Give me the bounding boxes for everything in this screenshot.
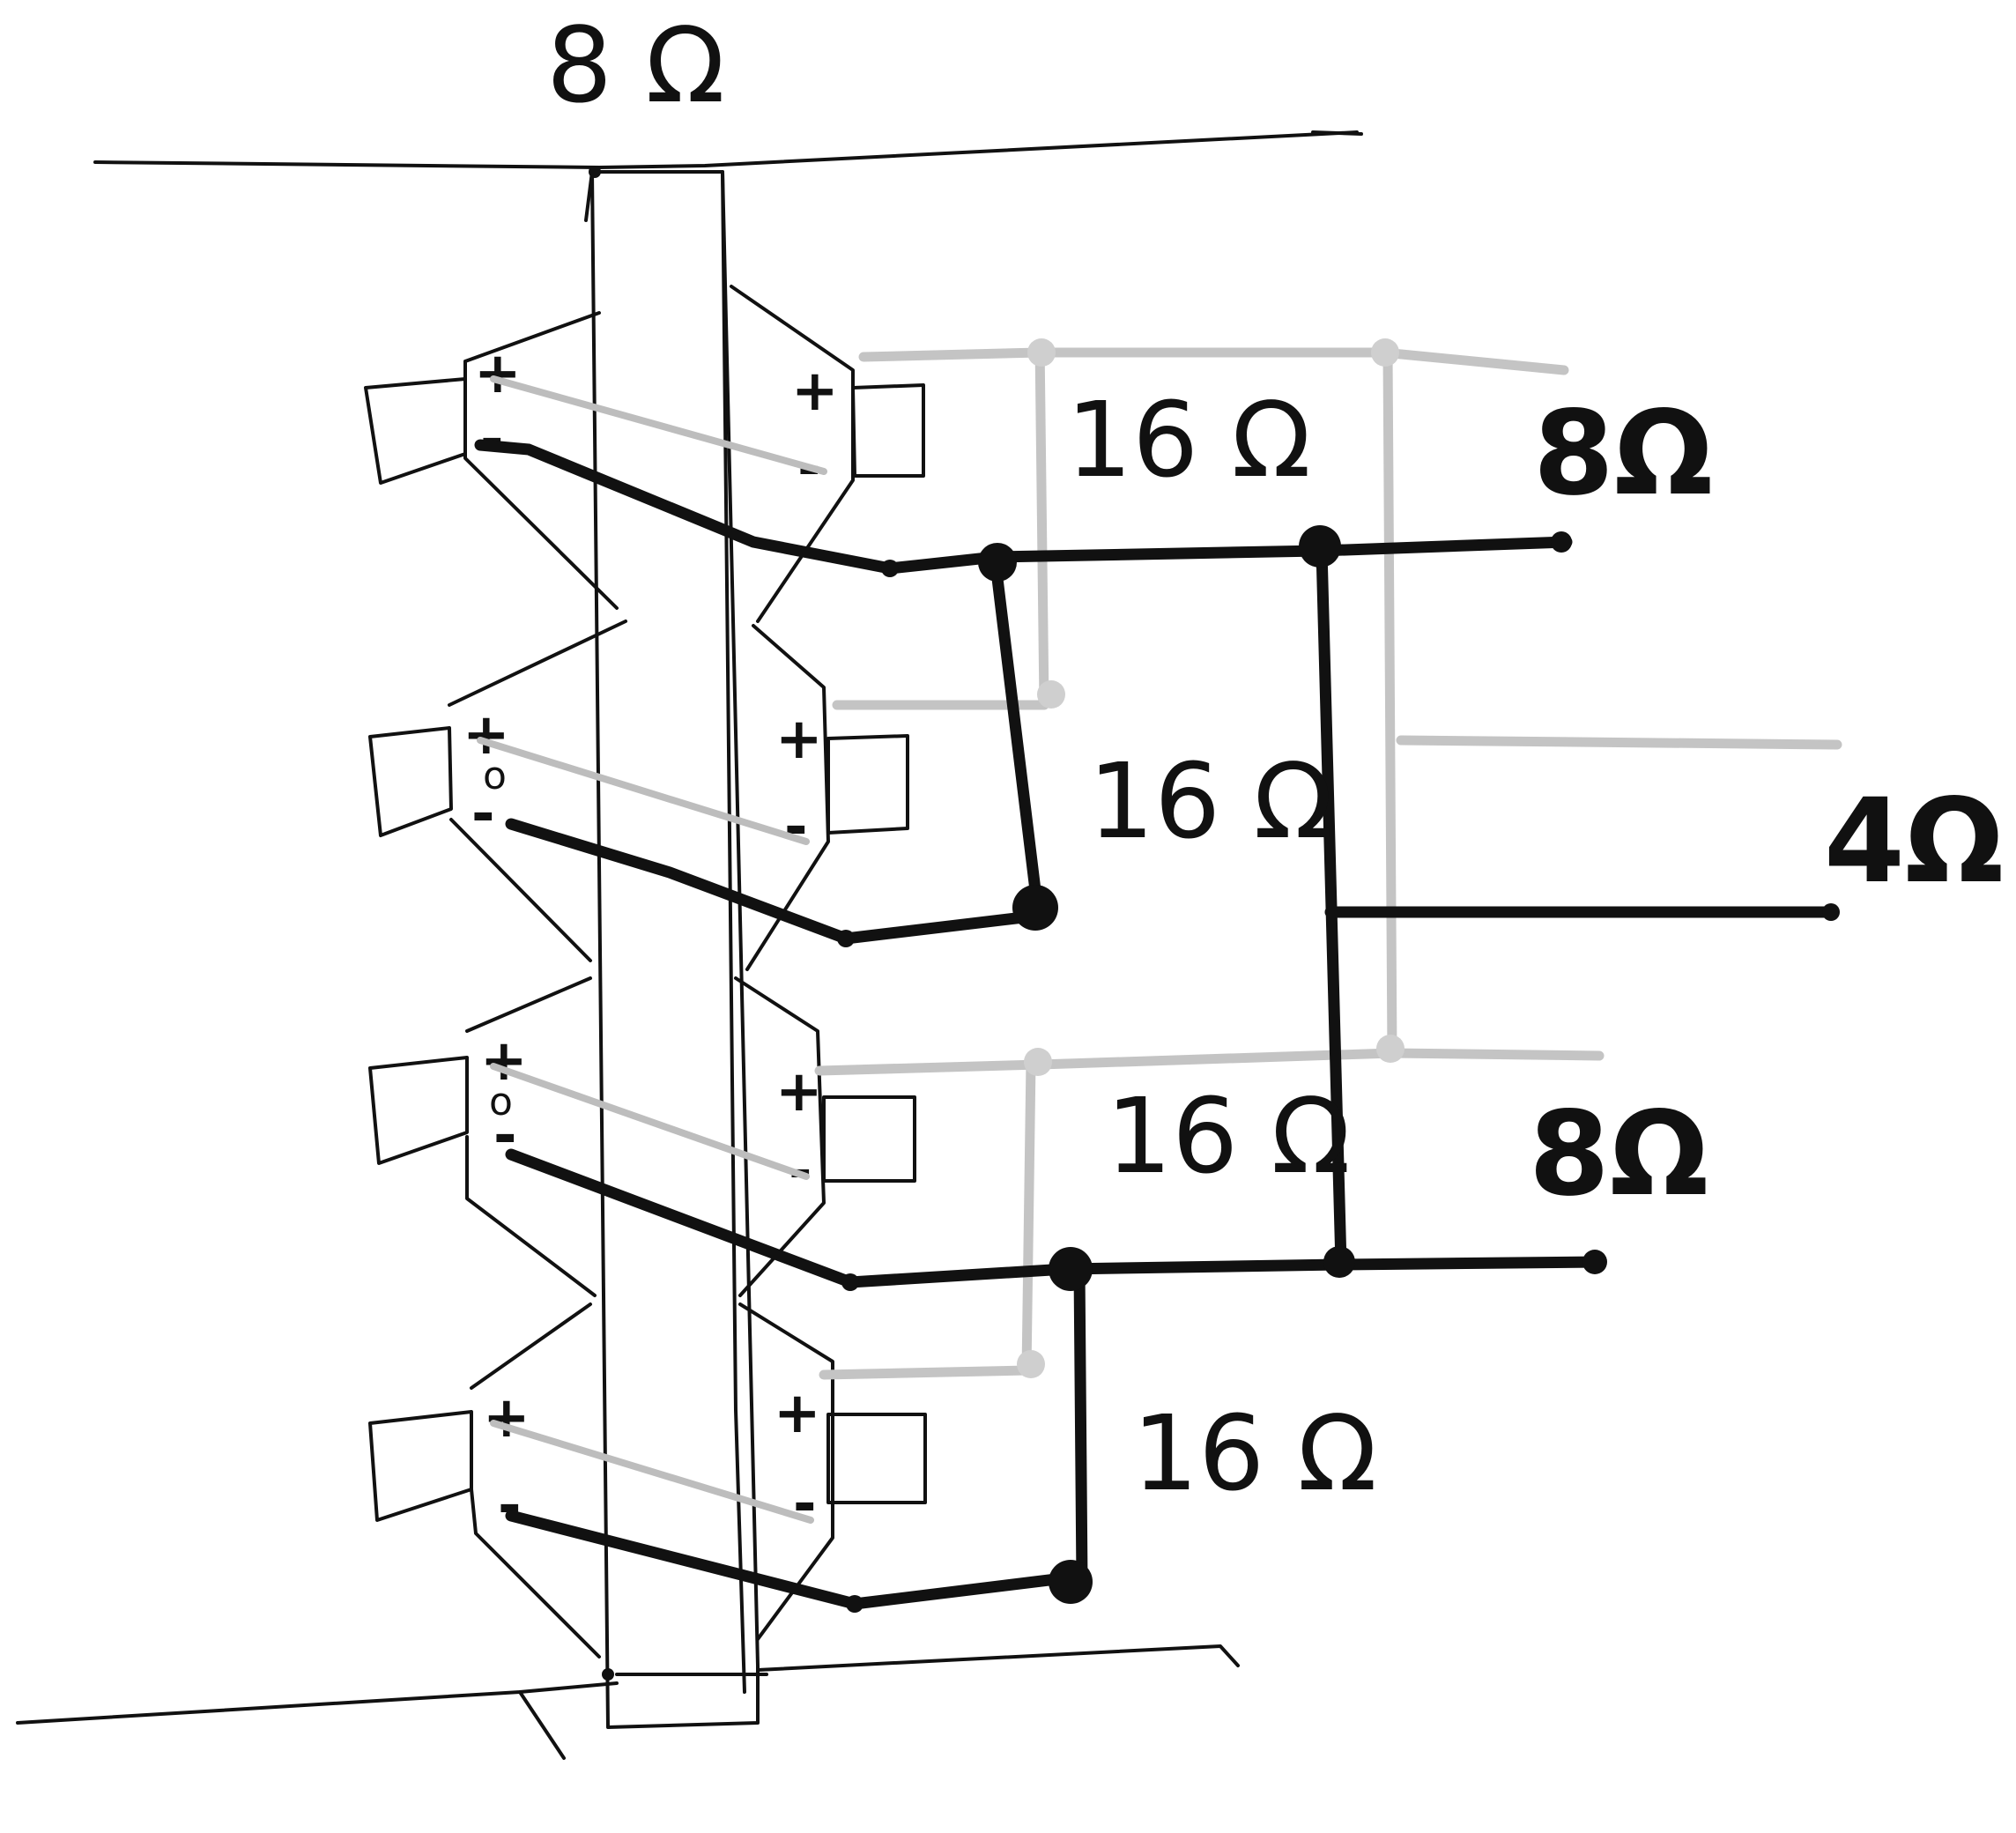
- speaker-right-2: + -: [745, 624, 909, 971]
- speaker-magnet: [368, 1410, 473, 1522]
- black-pair4-return: [505, 1510, 1077, 1610]
- pair-1-impedance-label: 16 Ω: [1066, 379, 1311, 501]
- speaker-magnet: [822, 1095, 916, 1183]
- speaker-magnet: [364, 377, 467, 485]
- speaker-left-3: + - o: [368, 976, 597, 1297]
- speaker-magnet: [368, 1056, 469, 1165]
- speaker-right-4-minus: -: [793, 1472, 817, 1537]
- speaker-left-4-minus: -: [498, 1473, 522, 1539]
- black-link-pair3: [1073, 1263, 1088, 1588]
- top-impedance-label: 8 Ω: [546, 4, 725, 126]
- right-speakers: + - + - + - + -: [730, 285, 927, 1641]
- upper-output-impedance-label: 8Ω: [1533, 386, 1713, 522]
- speaker-left-2-minus: -: [471, 782, 495, 847]
- speaker-left-3-plus: +: [480, 1028, 528, 1094]
- center-board-strip: [590, 170, 760, 1729]
- grey-4ohm-lead: [1396, 735, 1842, 750]
- cabinet-outline: [16, 130, 1363, 1760]
- speaker-right-4: + -: [738, 1302, 927, 1641]
- speaker-right-2-minus: -: [784, 795, 808, 860]
- speaker-left-2: + - o: [368, 620, 627, 962]
- grey-lower-bus: [814, 1048, 1605, 1076]
- pair-3-impedance-label: 16 Ω: [1106, 1075, 1351, 1197]
- svg-text:o: o: [489, 1080, 513, 1124]
- grey-link-pair3: [819, 1057, 1036, 1380]
- negative-wiring-black: [474, 439, 1840, 1613]
- cabinet-top-line: [93, 130, 1359, 169]
- speaker-magnet: [826, 734, 909, 835]
- black-upper-bus: [474, 439, 1573, 575]
- grey-link-pair1: [832, 338, 1049, 710]
- positive-wiring-grey: [477, 338, 1842, 1524]
- speaker-right-4-plus: +: [774, 1381, 821, 1446]
- speaker-left-4: + -: [368, 1302, 601, 1659]
- speaker-left-1: + -: [364, 311, 619, 610]
- grey-vertical-bus: [1382, 347, 1397, 1063]
- speaker-left-1-plus: +: [474, 341, 522, 406]
- middle-output-impedance-label: 4Ω: [1824, 774, 2004, 909]
- lower-output-impedance-label: 8Ω: [1529, 1087, 1708, 1222]
- grey-top-bus: [858, 347, 1569, 375]
- pair-2-impedance-label: 16 Ω: [1088, 740, 1333, 862]
- center-board: [584, 166, 768, 1729]
- speaker-magnet: [851, 383, 925, 478]
- svg-text:o: o: [483, 753, 507, 798]
- left-speakers: + - + - o + - o + -: [364, 311, 627, 1659]
- speaker-left-4-plus: +: [483, 1385, 530, 1451]
- speaker-right-1-plus: +: [791, 359, 839, 424]
- impedance-labels: 8 Ω 16 Ω 16 Ω 16 Ω 16 Ω 8Ω 4Ω 8Ω: [546, 4, 2004, 1514]
- speaker-magnet: [368, 726, 453, 837]
- speaker-magnet: [826, 1413, 927, 1504]
- speaker-left-2-plus: +: [463, 702, 510, 768]
- black-pair2-return: [505, 818, 1037, 945]
- pair-4-impedance-label: 16 Ω: [1132, 1392, 1377, 1514]
- speaker-right-2-plus: +: [775, 707, 823, 772]
- black-link-pair1: [989, 558, 1044, 918]
